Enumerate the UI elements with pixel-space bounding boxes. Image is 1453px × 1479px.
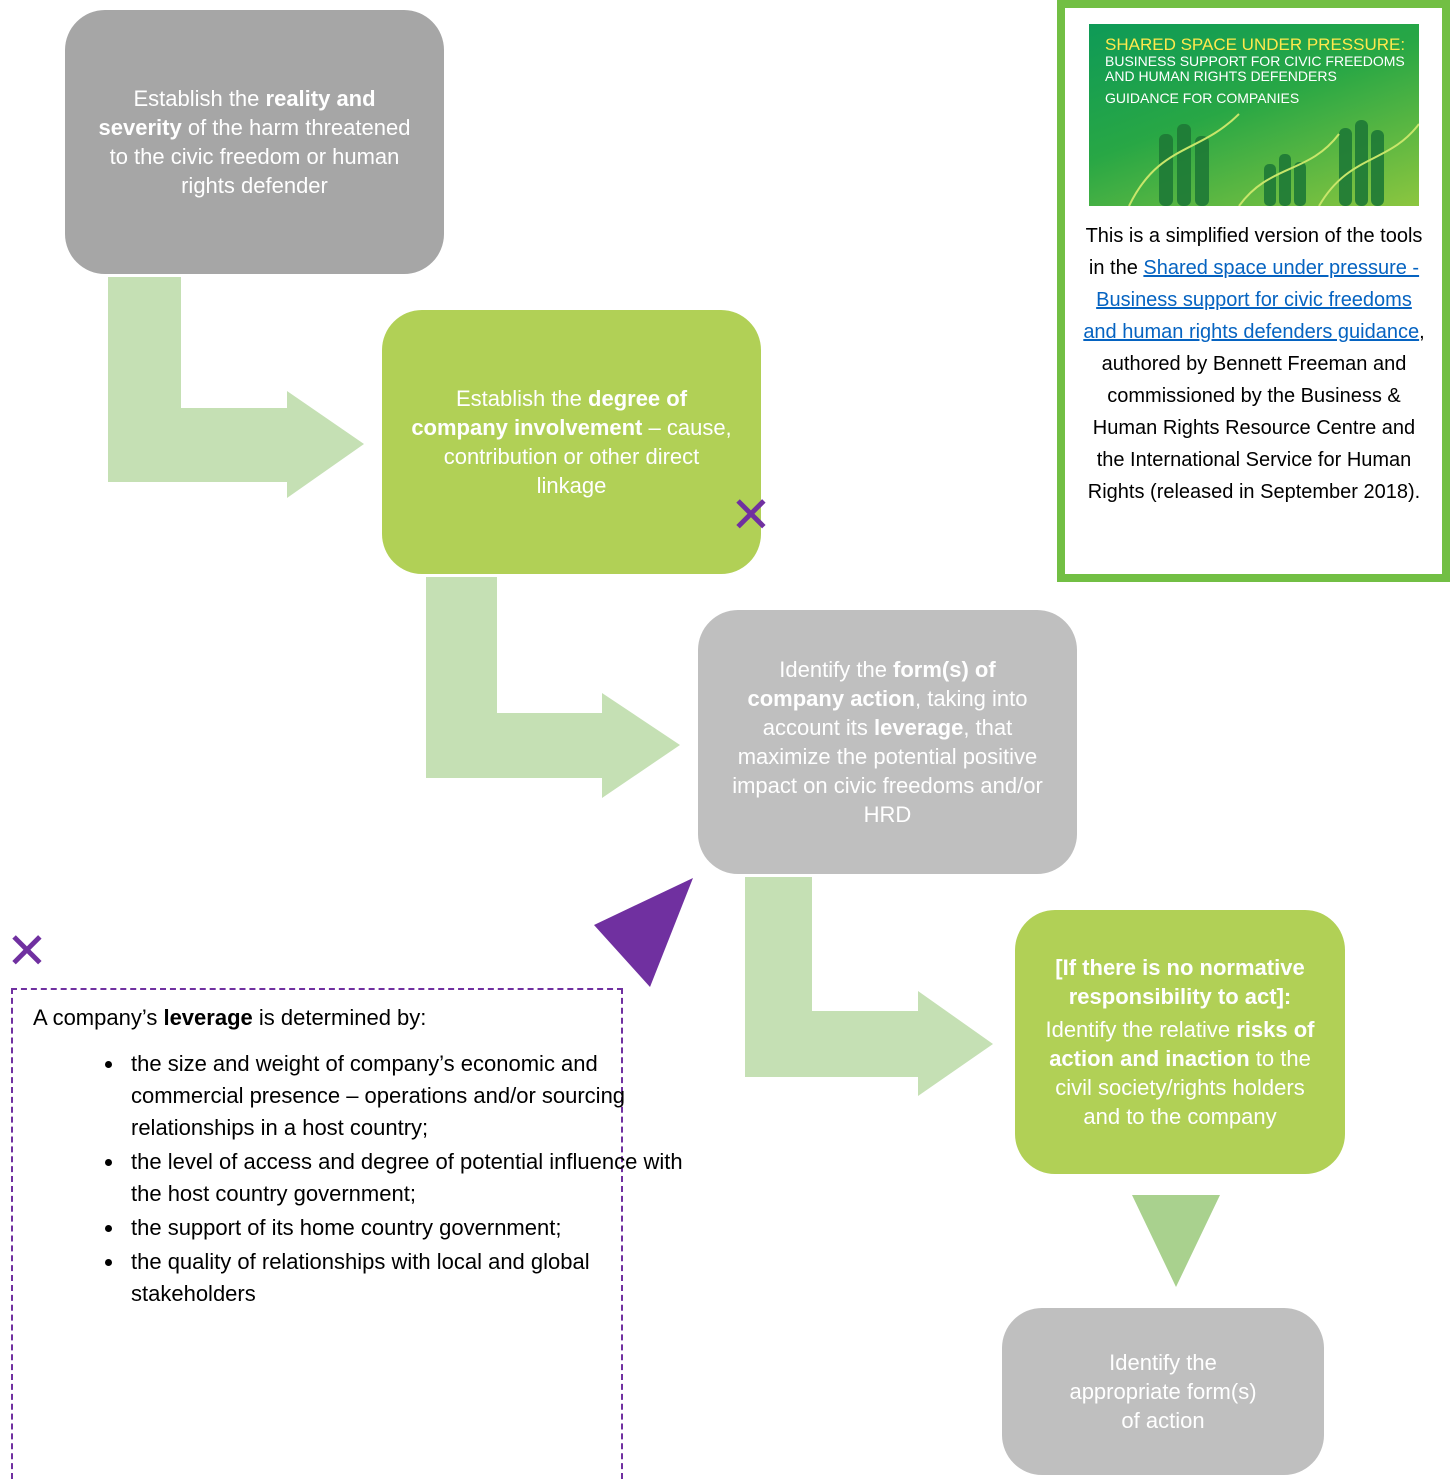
step-2-bold: degree of company involvement — [411, 386, 688, 440]
step-1-bold: reality and severity — [98, 86, 376, 140]
cover-subtitle-2: AND HUMAN RIGHTS DEFENDERS — [1105, 68, 1337, 84]
step-3-b2: leverage — [874, 715, 964, 740]
leverage-item: the support of its home country governme… — [125, 1212, 685, 1244]
leverage-box: A company’s leverage is determined by: t… — [11, 988, 683, 1479]
leverage-item: the size and weight of company’s economi… — [125, 1048, 685, 1144]
step-2-pre: Establish the — [455, 386, 589, 411]
hands-illustration — [1128, 113, 1419, 206]
leverage-intro-post: is determined by: — [252, 1005, 427, 1030]
step-1-text: Establish the reality and severity of th… — [93, 84, 416, 200]
cover-guidance: GUIDANCE FOR COMPANIES — [1105, 90, 1300, 106]
step-4-text: Identify the relative risks of action an… — [1037, 1015, 1323, 1131]
leverage-item: the quality of relationships with local … — [125, 1246, 685, 1310]
guidance-text-pre: This is a simplified version of the tool… — [1085, 225, 1423, 279]
guidance-description: This is a simplified version of the tool… — [1081, 220, 1427, 508]
step-company-involvement: Establish the degree of company involvem… — [382, 310, 761, 574]
bent-arrow-2 — [426, 577, 680, 798]
step-4-t2: to the civil society/rights holders and … — [1055, 1046, 1311, 1129]
guidance-text-post: , authored by Bennett Freeman and commis… — [1087, 321, 1425, 503]
step-3-b1: form(s) of company action — [747, 657, 996, 711]
bent-arrow-1 — [108, 277, 364, 498]
step-3-text: Identify the form(s) of company action, … — [732, 655, 1043, 829]
x-mark-icon: ✕ — [730, 487, 772, 543]
cover-title: SHARED SPACE UNDER PRESSURE: — [1105, 35, 1406, 54]
step-3-t1: Identify the — [779, 657, 894, 682]
step-4-b1: risks of action and inaction — [1049, 1017, 1315, 1071]
step-1-post: of the harm threatened to the civic free… — [109, 115, 411, 198]
cover-subtitle-1: BUSINESS SUPPORT FOR CIVIC FREEDOMS — [1105, 53, 1405, 69]
guidance-panel: SHARED SPACE UNDER PRESSURE: BUSINESS SU… — [1057, 0, 1450, 582]
leverage-item: the level of access and degree of potent… — [125, 1146, 685, 1210]
step-4-heading: [If there is no normative responsibility… — [1055, 955, 1305, 1009]
x-mark-icon: ✕ — [6, 923, 48, 979]
guidance-link[interactable]: Shared space under pressure - Business s… — [1083, 257, 1420, 343]
leverage-intro: A company’s leverage is determined by: — [33, 1002, 426, 1034]
purple-pointer-triangle — [594, 878, 693, 987]
step-5-text: Identify the appropriate form(s) of acti… — [1069, 1350, 1257, 1433]
step-3-t3: , that maximize the potential positive i… — [732, 715, 1043, 827]
step-1-pre: Establish the — [133, 86, 266, 111]
step-risks-action-inaction: [If there is no normative responsibility… — [1015, 910, 1345, 1174]
step-2-text: Establish the degree of company involvem… — [410, 384, 733, 500]
step-3-t2: , taking into account its — [762, 686, 1028, 740]
leverage-list: the size and weight of company’s economi… — [53, 1048, 685, 1312]
step-company-action: Identify the form(s) of company action, … — [698, 610, 1077, 874]
step-2-post: – cause, contribution or other direct li… — [443, 415, 732, 498]
leverage-intro-bold: leverage — [163, 1005, 253, 1030]
down-triangle-arrow — [1132, 1195, 1220, 1287]
guidance-cover-image: SHARED SPACE UNDER PRESSURE: BUSINESS SU… — [1089, 24, 1419, 206]
step-4-t1: Identify the relative — [1045, 1017, 1237, 1042]
bent-arrow-3 — [745, 877, 993, 1096]
leverage-intro-pre: A company’s — [33, 1005, 164, 1030]
step-appropriate-action: Identify the appropriate form(s) of acti… — [1002, 1308, 1324, 1475]
step-reality-severity: Establish the reality and severity of th… — [65, 10, 444, 274]
